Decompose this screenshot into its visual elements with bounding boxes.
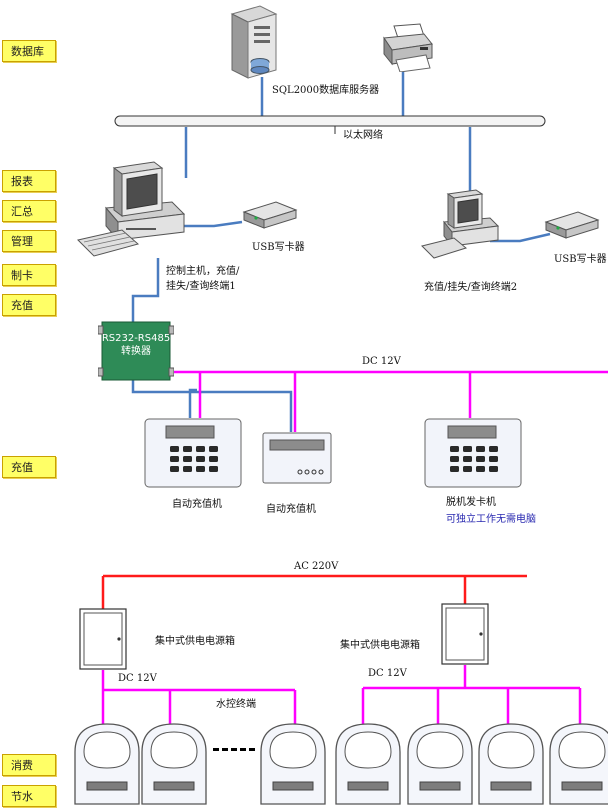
ac-label: AC 220V [294,561,339,572]
usb-writer-label-2: USB写卡器 [554,254,607,265]
tag-report: 报表 [2,170,56,192]
sql-server-label: SQL2000数据库服务器 [272,85,380,96]
converter-label-line1: RS232-RS485 [101,333,171,344]
water-control-meter-icon [407,723,473,805]
usb-card-writer-icon [544,211,600,239]
tag-consume: 消费 [2,754,56,776]
converter-label-line2: 转换器 [121,346,151,357]
dc-left-label: DC 12V [118,673,157,684]
host-terminal-label: 控制主机，充值/ 挂失/查询终端1 [166,264,239,294]
water-terminal-label: 水控终端 [216,699,256,710]
rs232-rs485-converter [98,321,174,381]
desktop-computer-icon [421,189,500,259]
usb-writer-label-1: USB写卡器 [252,242,305,253]
ethernet-label: 以太网络 [343,130,383,141]
server-tower-icon [230,5,278,79]
terminal2-label: 充值/挂失/查询终端2 [424,282,518,293]
keypad-terminal-icon [424,418,522,488]
desktop-computer-icon [77,161,186,257]
water-control-meter-icon [74,723,140,805]
host-label-line1: 控制主机，充值/ [166,266,240,277]
auto-recharge-label-2: 自动充值机 [266,504,316,515]
network-lines [131,72,551,432]
offline-issuer-label: 脱机发卡机 [446,497,496,508]
printer-icon [383,23,433,72]
keypad-terminal-icon [144,418,242,488]
tag-summary: 汇总 [2,200,56,222]
tag-recharge-mid: 充值 [2,456,56,478]
auto-recharge-device-icon [262,432,332,484]
converter-label: RS232-RS485 转换器 [98,332,174,358]
tag-manage: 管理 [2,230,56,252]
tag-water-saving: 节水 [2,785,56,807]
offline-issuer-note: 可独立工作无需电脑 [446,514,536,525]
power-box-label-1: 集中式供电电源箱 [155,636,235,647]
power-box-label-2: 集中式供电电源箱 [340,640,420,651]
water-control-meter-icon [549,723,608,805]
power-box-icon [79,608,127,670]
ac-lines [101,574,527,610]
power-box-icon [441,603,489,665]
ellipsis-dashes [213,748,255,751]
dc-top-label: DC 12V [362,356,401,367]
water-control-meter-icon [141,723,207,805]
tag-make-card: 制卡 [2,264,56,286]
tag-recharge-top: 充值 [2,294,56,316]
water-control-meter-icon [335,723,401,805]
auto-recharge-label-1: 自动充值机 [172,499,222,510]
water-control-meter-icon [478,723,544,805]
tag-database: 数据库 [2,40,56,62]
host-label-line2: 挂失/查询终端1 [166,281,236,292]
usb-card-writer-icon [242,201,298,229]
dc-lines [101,370,608,725]
dc-right-label: DC 12V [368,668,407,679]
water-control-meter-icon [260,723,326,805]
